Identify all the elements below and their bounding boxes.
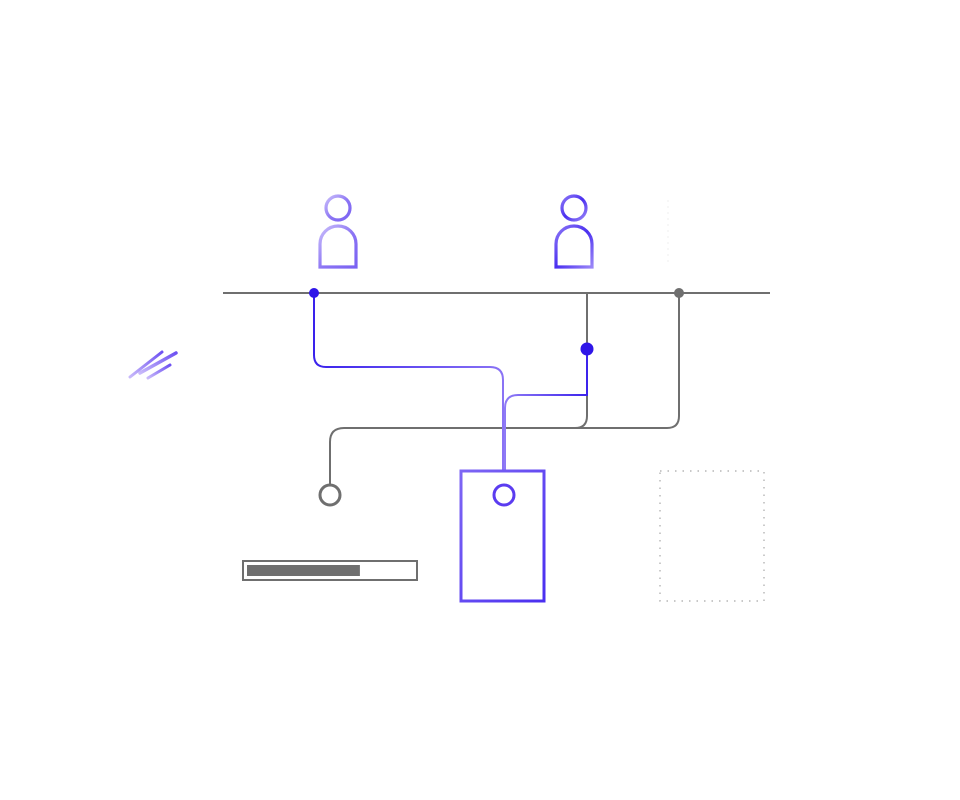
blue-route-left [313,293,504,484]
device-port-icon [492,483,516,507]
progress-bar [242,560,418,581]
progress-fill [247,565,360,576]
node-left-bus [309,288,319,298]
node-middle [580,342,594,356]
gray-route-middle [574,293,588,429]
user-icon-left [318,194,358,269]
node-right-bus [674,288,684,298]
speed-lines-icon [128,350,178,380]
blue-route-right [504,349,588,484]
user-icon-right [554,194,594,269]
dotted-placeholder [659,470,765,602]
endpoint-gray [318,483,342,507]
